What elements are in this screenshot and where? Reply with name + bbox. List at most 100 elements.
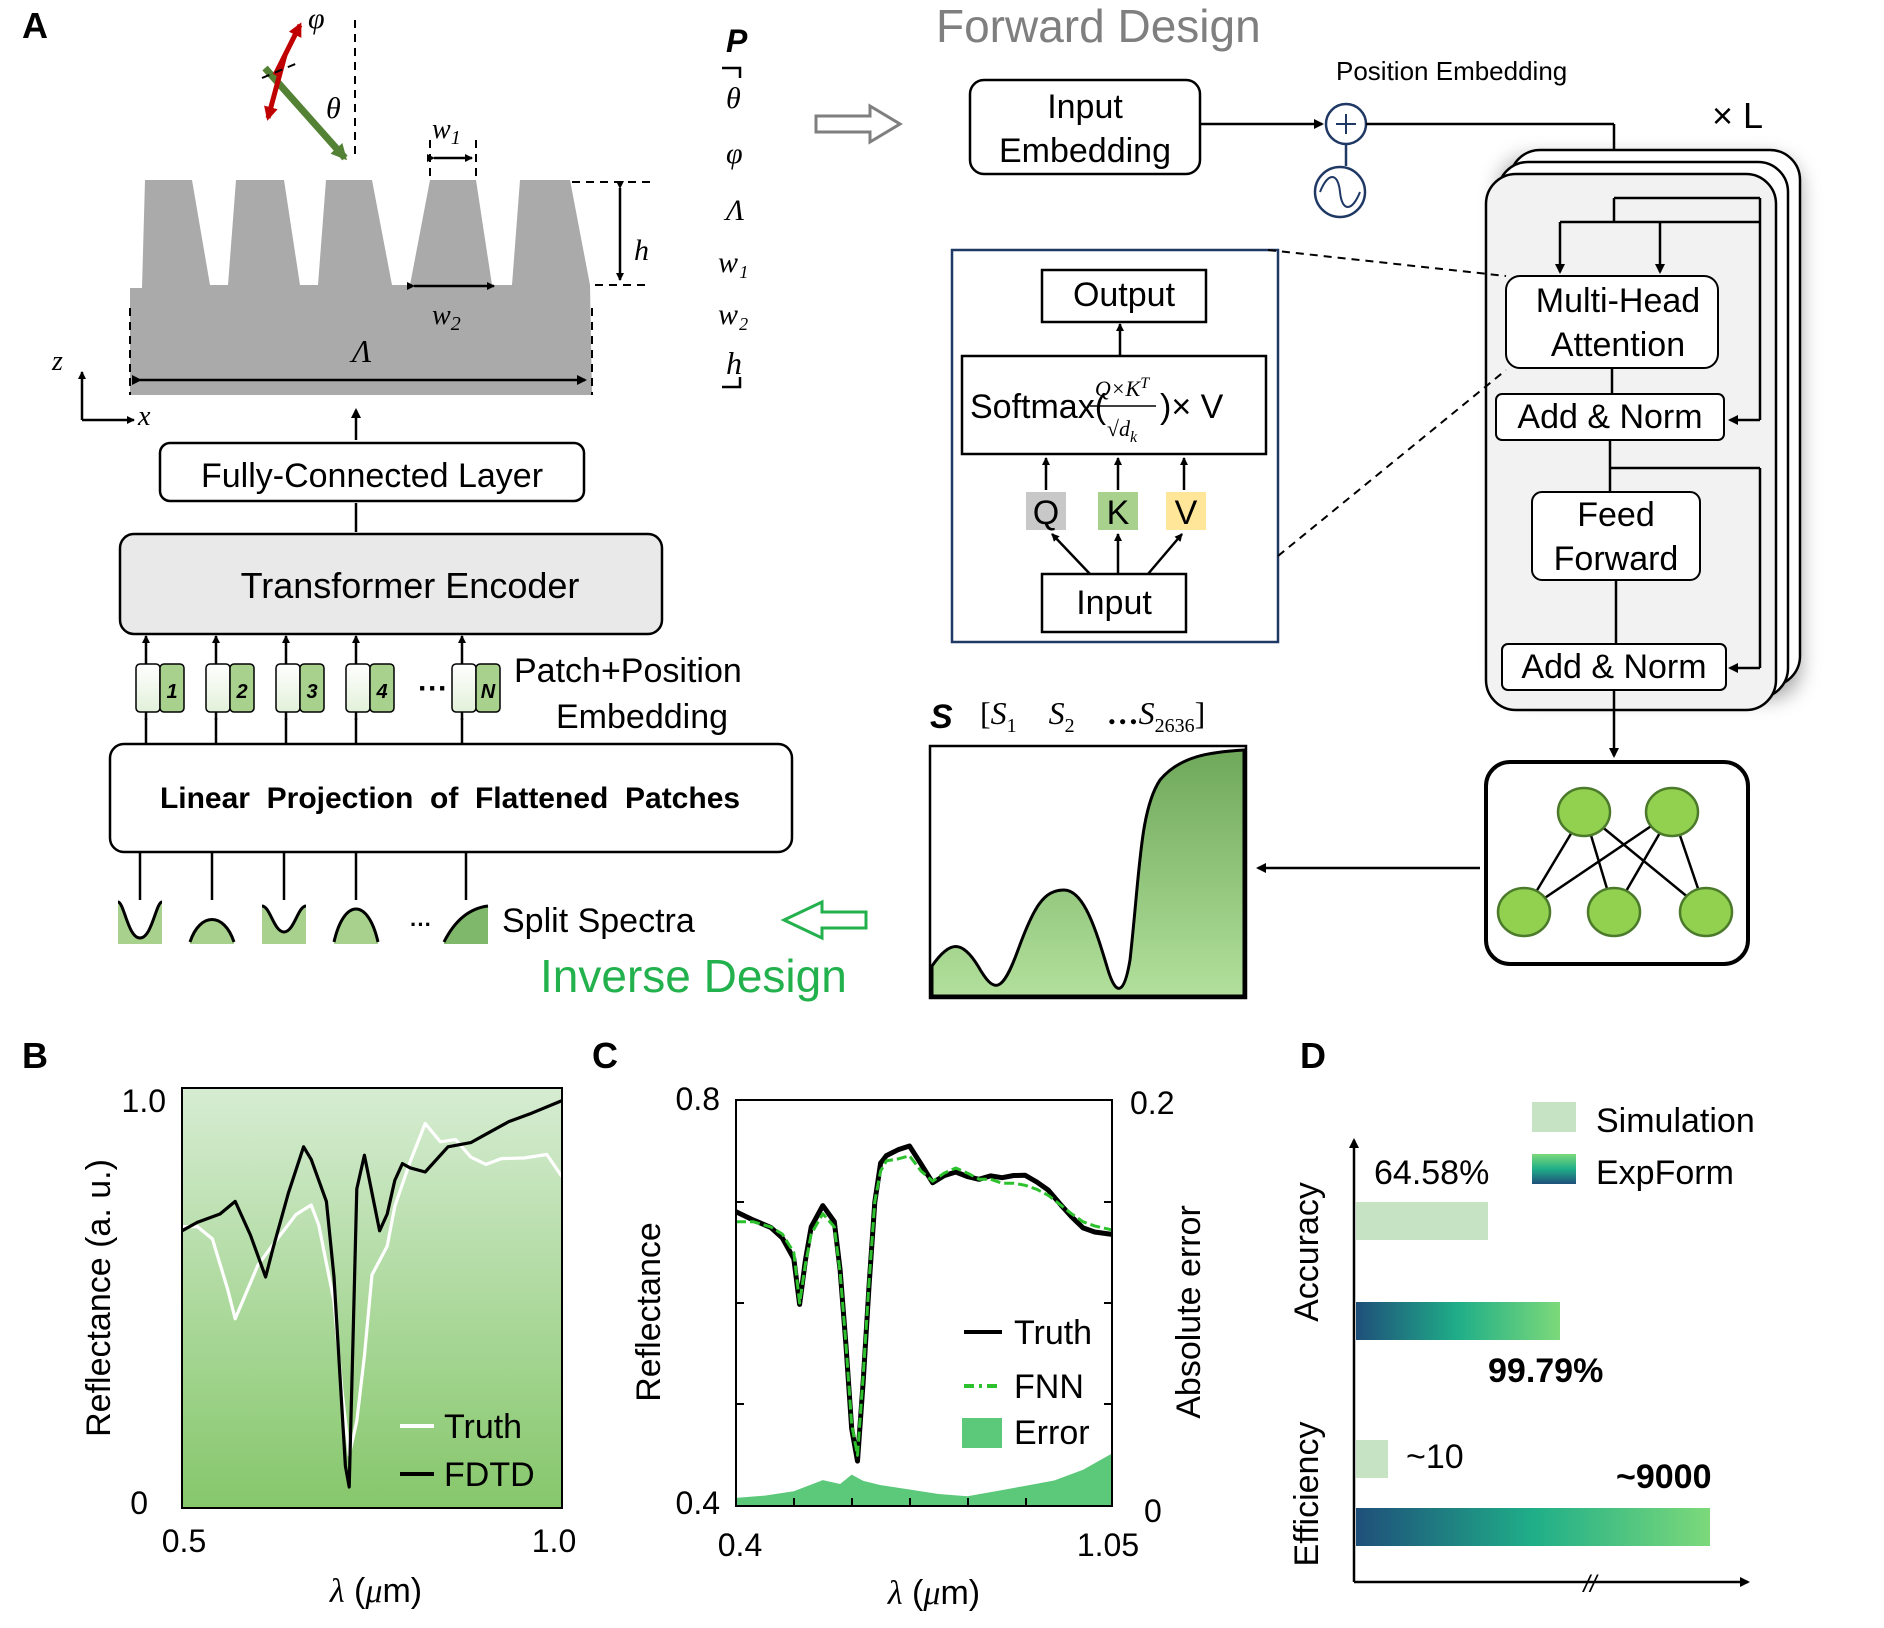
q-label: Q	[1033, 494, 1059, 532]
chart-d-ylabel-accuracy: Accuracy	[1288, 1182, 1326, 1322]
softmax-suffix: )× V	[1160, 388, 1224, 426]
s-label: S	[930, 698, 953, 736]
bar-efficiency-simulation	[1356, 1440, 1388, 1478]
patch-embed-line2: Embedding	[556, 698, 728, 736]
chart-d-value-acc-sim: 64.58%	[1374, 1154, 1489, 1192]
nn-node	[1586, 886, 1642, 938]
param-theta: θ	[726, 82, 741, 115]
chart-c-xlabel: λ (μm)	[887, 1574, 980, 1612]
series-fdtd	[181, 1099, 563, 1489]
attn-output-box	[1040, 268, 1208, 324]
chart-c-legend-truth: Truth	[1014, 1314, 1092, 1352]
position-embedding-token	[299, 663, 325, 713]
softmax-formula: Softmax(	[970, 388, 1107, 426]
chart-c-xtick-right: 1.05	[1077, 1527, 1139, 1563]
polarization-arrow-up	[272, 22, 303, 77]
chart-c-ylabel: Reflectance	[630, 1222, 668, 1402]
chart-c-ytick-top: 0.8	[676, 1081, 720, 1117]
chart-c-ticks	[736, 1201, 1112, 1506]
nn-node	[1678, 886, 1734, 938]
spectra-ellipsis: ···	[410, 912, 432, 937]
grating-structure: Λ w1 w2 h z x	[51, 114, 650, 432]
times-l-label: × L	[1712, 95, 1763, 136]
transformer-encoder-box	[118, 532, 664, 636]
inverse-arrow	[780, 899, 868, 941]
chart-c-y2label: Absolute error	[1170, 1205, 1208, 1419]
fc-layer-text: Fully-Connected Layer	[201, 457, 543, 495]
param-lambda: Λ	[723, 194, 744, 227]
bar-efficiency-expform	[1356, 1508, 1710, 1546]
chart-c-xtick-left: 0.4	[718, 1527, 762, 1563]
spectrum-patch	[442, 904, 489, 944]
feed-forward-text-2: Forward	[1554, 540, 1679, 578]
x-label: x	[137, 401, 151, 432]
bar-accuracy-simulation	[1356, 1202, 1488, 1240]
attn-input-text: Input	[1076, 584, 1152, 622]
chart-b-ytick-top: 1.0	[122, 1083, 166, 1119]
panel-a-label: A	[22, 5, 48, 46]
attn-output-text: Output	[1073, 276, 1176, 314]
polarization-dash	[261, 61, 301, 79]
chart-d-value-acc-exp: 99.79%	[1488, 1352, 1603, 1390]
series-truth	[181, 1121, 564, 1457]
chart-d-legend-sim-swatch	[1532, 1102, 1576, 1132]
patch-embedding-token	[135, 663, 161, 713]
softmax-numerator: Q×KT	[1095, 375, 1150, 401]
token-index: N	[481, 681, 496, 703]
token-index: 2	[235, 681, 247, 703]
encoder-block	[1484, 172, 1778, 712]
token-index: 1	[166, 681, 177, 703]
panel-c-label: C	[592, 1035, 618, 1076]
linear-projection-text: Linear Projection of Flattened Patches	[160, 782, 740, 815]
patch-embedding-token	[275, 663, 301, 713]
chart-d-axis-break: //	[1581, 1571, 1599, 1598]
series-error	[736, 1453, 1112, 1506]
forward-design-text: Forward Design	[936, 0, 1261, 52]
s-vector: [S1 S2 …S2636]	[980, 695, 1205, 737]
param-p-label: P	[726, 23, 748, 59]
linear-projection-box	[108, 742, 794, 854]
input-embedding-1: Input	[1047, 88, 1123, 126]
spectrum-patch	[261, 904, 307, 944]
panel-b-label: B	[22, 1035, 48, 1076]
token-index: 4	[375, 681, 387, 703]
v-label: V	[1175, 494, 1198, 532]
chart-d-value-eff-exp: ~9000	[1616, 1458, 1712, 1496]
z-label: z	[51, 346, 63, 377]
add-norm-text-2: Add & Norm	[1521, 648, 1706, 686]
chart-c-y2tick-bottom: 0	[1144, 1493, 1162, 1529]
attn-input-box	[1040, 572, 1188, 634]
chart-b-plot	[181, 1099, 564, 1489]
bar-accuracy-expform	[1356, 1302, 1560, 1340]
chart-d-ylabel-efficiency: Efficiency	[1288, 1422, 1326, 1567]
v-box	[1166, 492, 1206, 530]
position-embedding-token	[369, 663, 395, 713]
softmax-box	[960, 354, 1268, 456]
split-spectra-text: Split Spectra	[502, 902, 695, 940]
split-spectra-patches	[117, 852, 489, 944]
chart-c-plot	[734, 1143, 1113, 1506]
chart-d-value-eff-sim: ~10	[1406, 1438, 1464, 1476]
chart-b-xtick-left: 0.5	[162, 1523, 206, 1559]
chart-b-legend-truth: Truth	[444, 1408, 522, 1446]
k-label: K	[1107, 494, 1130, 532]
incident-angle-diagram: φ θ	[261, 2, 356, 161]
nn-node	[1644, 786, 1700, 838]
chart-c-y2tick-top: 0.2	[1130, 1085, 1174, 1121]
chart-b-ylabel: Reflectance (a. u.)	[80, 1159, 118, 1437]
chart-d-legend-exp: ExpForm	[1596, 1154, 1734, 1192]
polarization-arrow-down	[264, 54, 288, 121]
period-label: Λ	[349, 333, 372, 369]
position-embedding-text: Position Embedding	[1336, 56, 1567, 86]
w1-label: w1	[432, 114, 461, 149]
fc-layer-box	[158, 441, 586, 503]
chart-b-ytick-bottom: 0	[130, 1485, 148, 1521]
feed-forward-text-1: Feed	[1577, 496, 1655, 534]
spectrum-patch	[188, 918, 236, 944]
token-index: 3	[306, 681, 317, 703]
inverse-design-text: Inverse Design	[540, 950, 847, 1002]
token-ellipsis: ···	[418, 672, 448, 705]
chart-c-legend-error: Error	[1014, 1414, 1090, 1452]
patch-embedding-token	[205, 663, 231, 713]
